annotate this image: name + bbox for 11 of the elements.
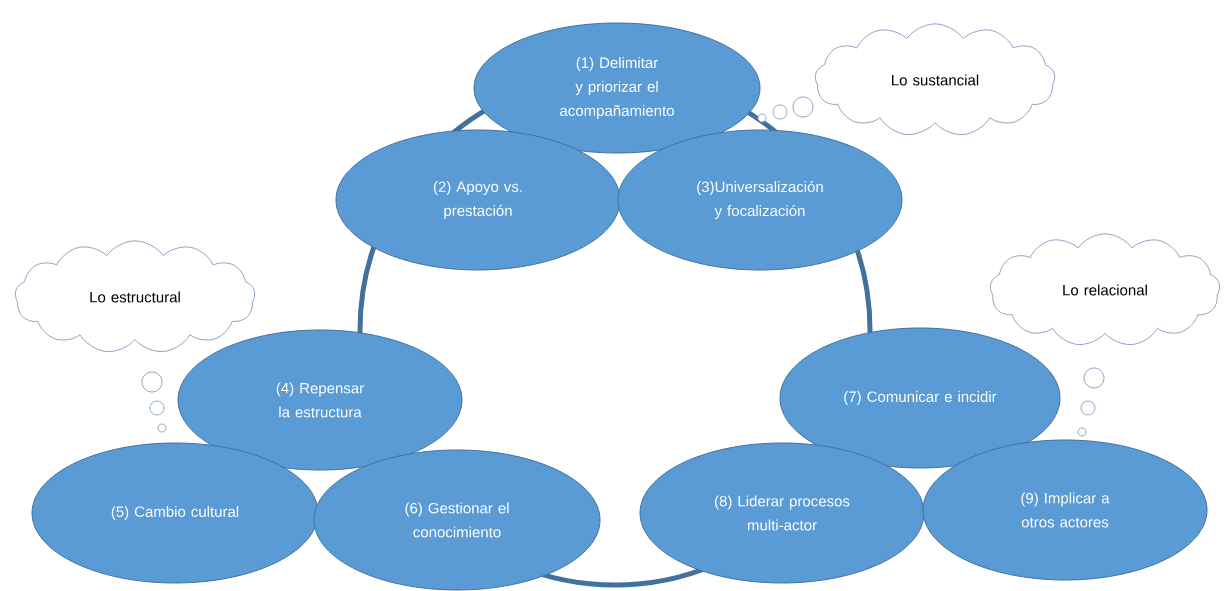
- ellipse-node: (6) Gestionar el conocimiento: [313, 449, 601, 591]
- ellipse-node: (2) Apoyo vs. prestación: [335, 129, 621, 271]
- ellipse-node: (7) Comunicar e incidir: [779, 327, 1061, 469]
- ellipse-node: (3)Universalización y focalización: [617, 129, 903, 271]
- ellipse-node: (5) Cambio cultural: [31, 442, 319, 584]
- ellipse-node: (9) Implicar a otros actores: [922, 439, 1208, 581]
- ellipse-node: (4) Repensar la estructura: [177, 329, 463, 471]
- thought-cloud: Lo sustancial: [757, 23, 1056, 136]
- ellipse-node: (1) Delimitar y priorizar el acompañamiento: [473, 22, 761, 154]
- thought-cloud: Lo estructural: [14, 240, 256, 433]
- ellipse-node: (8) Liderar procesos multi-actor: [639, 442, 925, 584]
